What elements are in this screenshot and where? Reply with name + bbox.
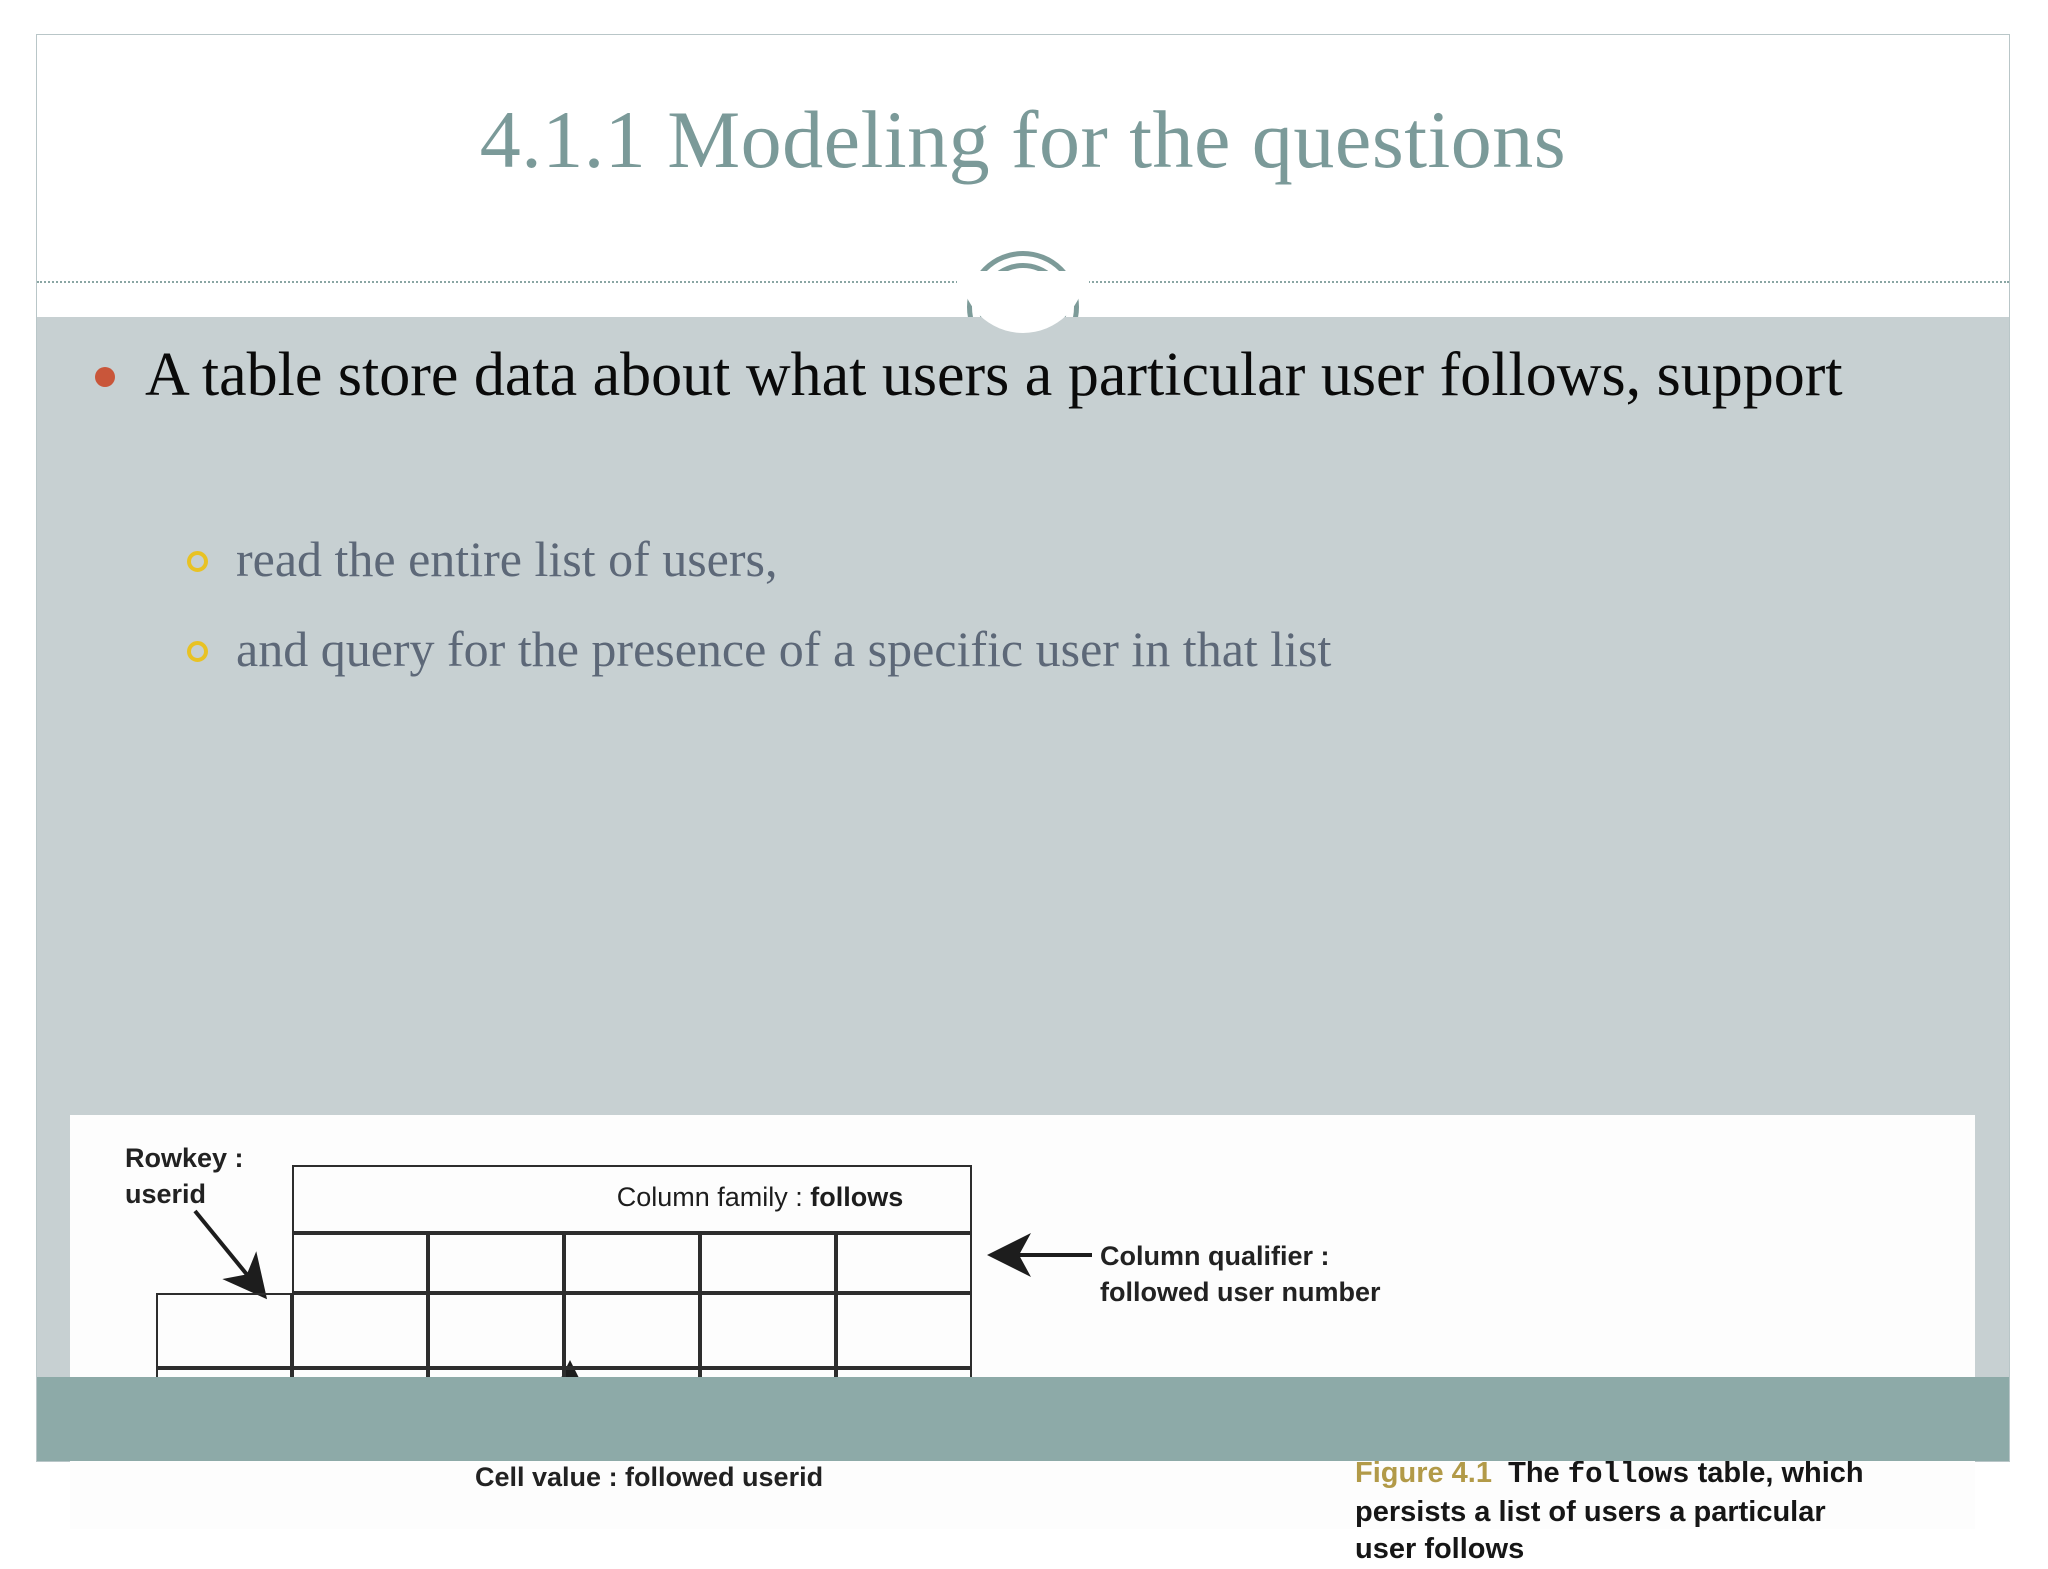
slide: 4.1.1 Modeling for the questions A table… (36, 34, 2010, 1565)
content-body: A table store data about what users a pa… (37, 271, 2009, 1565)
figure-caption: Figure 4.1 The follows table, which pers… (1355, 1455, 1875, 1569)
bullet-primary-text: A table store data about what users a pa… (145, 341, 1843, 409)
data-cell (428, 1293, 564, 1368)
figure-caption-mono: follows (1567, 1458, 1690, 1491)
bullet-dot-icon (95, 367, 115, 387)
data-cell (836, 1293, 972, 1368)
rowkey-arrow-icon (193, 1209, 268, 1300)
figure-panel: Column family : follows Rowkey : userid … (70, 1115, 1975, 1565)
bullet-item-primary: A table store data about what users a pa… (95, 339, 1975, 412)
bullet-item-sub-1: read the entire list of users, (187, 529, 1967, 589)
column-family-label: Column family : follows (500, 1182, 1020, 1213)
column-family-header-cell (292, 1165, 972, 1233)
data-cell (700, 1293, 836, 1368)
column-qualifier-label: Column qualifier : followed user number (1100, 1241, 1381, 1307)
footer-bar (37, 1377, 2009, 1461)
data-cell (292, 1293, 428, 1368)
figure-caption-part1: The (1508, 1457, 1560, 1489)
bullet-item-sub-2: and query for the presence of a specific… (187, 619, 1967, 679)
bullet-circle-icon (187, 551, 208, 572)
column-family-name: follows (810, 1182, 904, 1212)
bullet-sub-text-2: and query for the presence of a specific… (236, 621, 1332, 677)
bullet-sub-text-1: read the entire list of users, (236, 531, 778, 587)
qualifier-cell (836, 1233, 972, 1293)
ring-background-mask (961, 271, 1085, 333)
page-title: 4.1.1 Modeling for the questions (479, 94, 1567, 185)
cell-value-label: Cell value : followed userid (475, 1462, 824, 1492)
rowkey-label: Rowkey : userid (125, 1143, 244, 1209)
qualifier-cell (292, 1233, 428, 1293)
figure-inner: Column family : follows Rowkey : userid … (70, 1115, 1975, 1565)
qualifier-cell (564, 1233, 700, 1293)
column-family-prefix: Column family : (616, 1182, 803, 1212)
qualifier-cell (700, 1233, 836, 1293)
figure-number: Figure 4.1 (1355, 1457, 1492, 1489)
rowkey-cell (156, 1293, 292, 1368)
qualifier-cell (428, 1233, 564, 1293)
data-cell (564, 1293, 700, 1368)
bullet-circle-icon (187, 641, 208, 662)
